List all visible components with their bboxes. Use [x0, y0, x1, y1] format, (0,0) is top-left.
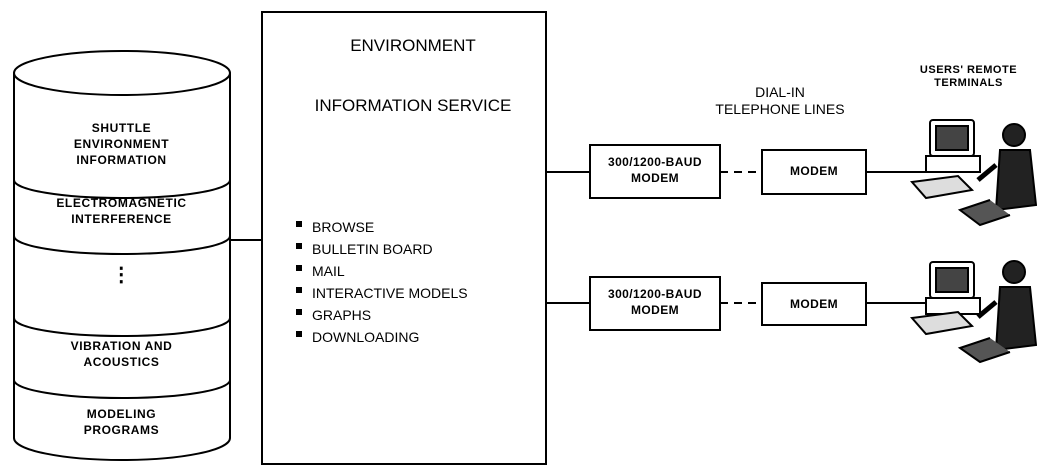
service-feature-list: BROWSE BULLETIN BOARD MAIL INTERACTIVE M… [296, 216, 468, 348]
service-title-line1: ENVIRONMENT [350, 36, 476, 55]
terminal-user-icon-1 [910, 119, 1037, 227]
users-terminals-label: USERS' REMOTE TERMINALS [919, 64, 1018, 90]
host-modem-label-1: 300/1200-BAUD MODEM [608, 155, 702, 185]
feature-item: BROWSE [296, 216, 468, 238]
segment-label-electromagnetic-interference: ELECTROMAGNETIC INTERFERENCE [56, 196, 187, 227]
segment-label-shuttle-environment: SHUTTLE ENVIRONMENT INFORMATION [73, 121, 170, 168]
feature-item: DOWNLOADING [296, 326, 468, 348]
db-connector [230, 234, 263, 246]
segment-label-ellipsis: ⋮ [111, 264, 132, 286]
feature-label: BROWSE [312, 219, 375, 235]
feature-item: MAIL [296, 260, 468, 282]
bullet-icon [296, 265, 302, 271]
feature-label: BULLETIN BOARD [312, 241, 433, 257]
database-cylinder [13, 50, 231, 461]
host-modem-box-1 [589, 144, 721, 199]
bullet-icon [296, 331, 302, 337]
bullet-icon [296, 221, 302, 227]
segment-label-modeling-programs: MODELING PROGRAMS [83, 407, 160, 438]
dial-in-lines-label: DIAL-IN TELEPHONE LINES [715, 84, 845, 117]
feature-item: INTERACTIVE MODELS [296, 282, 468, 304]
service-box [261, 11, 547, 465]
terminal-user-icon-2 [910, 260, 1037, 364]
host-modem-box-2 [589, 276, 721, 331]
feature-label: DOWNLOADING [312, 329, 420, 345]
bullet-icon [296, 309, 302, 315]
remote-modem-box-1 [761, 149, 867, 195]
service-title-line2: INFORMATION SERVICE [314, 96, 512, 115]
bullet-icon [296, 287, 302, 293]
segment-label-vibration-acoustics: VIBRATION AND ACOUSTICS [70, 339, 173, 370]
feature-label: GRAPHS [312, 307, 372, 323]
remote-modem-label-2: MODEM [790, 297, 838, 311]
bullet-icon [296, 243, 302, 249]
remote-modem-label-1: MODEM [790, 164, 838, 178]
feature-label: MAIL [312, 263, 345, 279]
host-modem-label-2: 300/1200-BAUD MODEM [608, 287, 702, 317]
remote-modem-box-2 [761, 282, 867, 326]
feature-item: BULLETIN BOARD [296, 238, 468, 260]
feature-label: INTERACTIVE MODELS [312, 285, 468, 301]
feature-item: GRAPHS [296, 304, 468, 326]
